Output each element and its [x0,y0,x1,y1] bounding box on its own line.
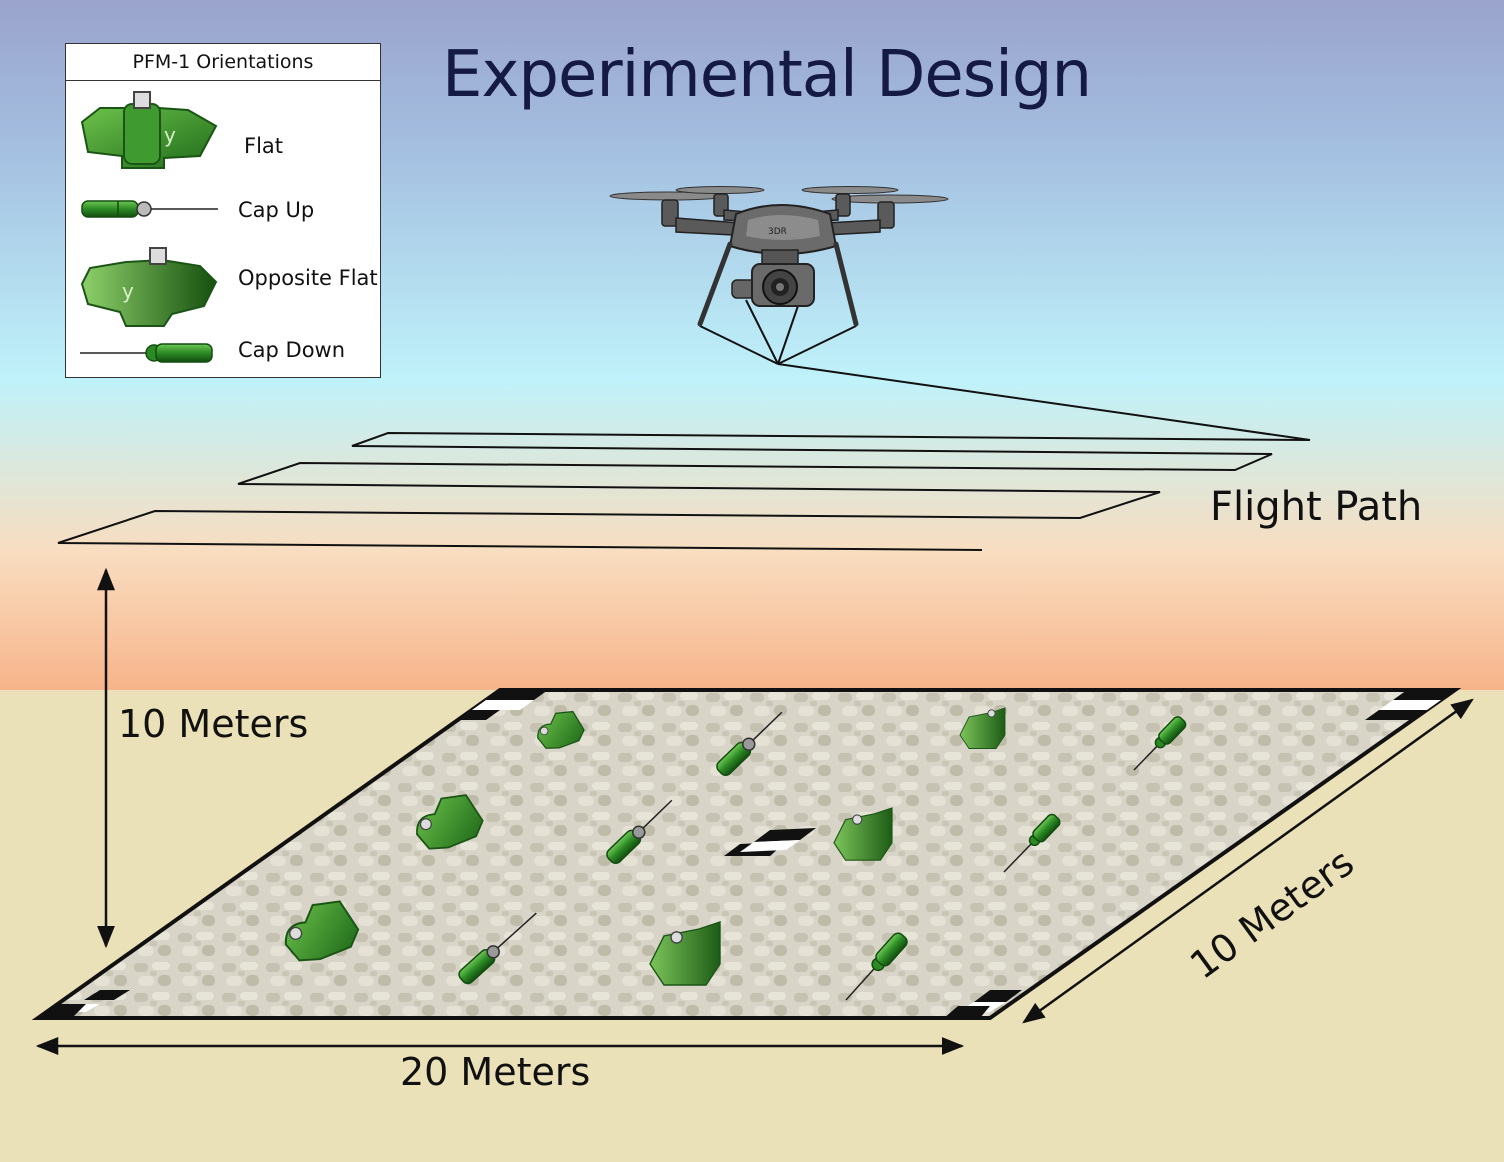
mine-cap-down [845,932,908,1001]
drone-brand-text: 3DR [768,227,787,237]
legend-label-opposite-flat: Opposite Flat [238,266,378,290]
flight-path-label: Flight Path [1210,484,1423,530]
flat-icon: y [80,91,218,169]
cap-down-icon [80,343,213,363]
mine-cap-up [716,711,783,777]
svg-text:y: y [122,279,134,303]
legend-label-cap-up: Cap Up [238,198,315,222]
mine-opposite-flat [833,807,893,861]
mine-flat [416,794,484,850]
height-dimension-label: 10 Meters [118,702,309,746]
svg-text:y: y [164,123,176,147]
width-dimension-label: 20 Meters [400,1050,591,1094]
opposite-flat-icon: y [80,247,218,327]
mine-opposite-flat [649,921,721,986]
cap-up-icon [81,200,218,218]
mine-cap-up [458,912,537,985]
mine-cap-up [606,799,673,865]
legend-label-flat: Flat [244,134,284,158]
mine-flat [537,710,585,749]
flight-path [57,363,1311,551]
diagram-title: Experimental Design [442,38,1092,112]
legend: PFM-1 Orientations y [65,43,381,378]
corner-marker-bottom-left [38,990,130,1018]
drone: 3DR [609,186,949,365]
depth-arrow [1022,698,1474,1024]
corner-marker-top-left [458,690,548,720]
center-marker [724,828,816,856]
legend-icons: y y [80,91,218,363]
mine-opposite-flat [959,707,1006,749]
legend-title: PFM-1 Orientations [66,44,380,81]
mine-flat [284,900,360,962]
legend-label-cap-down: Cap Down [238,338,346,362]
corner-marker-bottom-right [944,990,1022,1018]
